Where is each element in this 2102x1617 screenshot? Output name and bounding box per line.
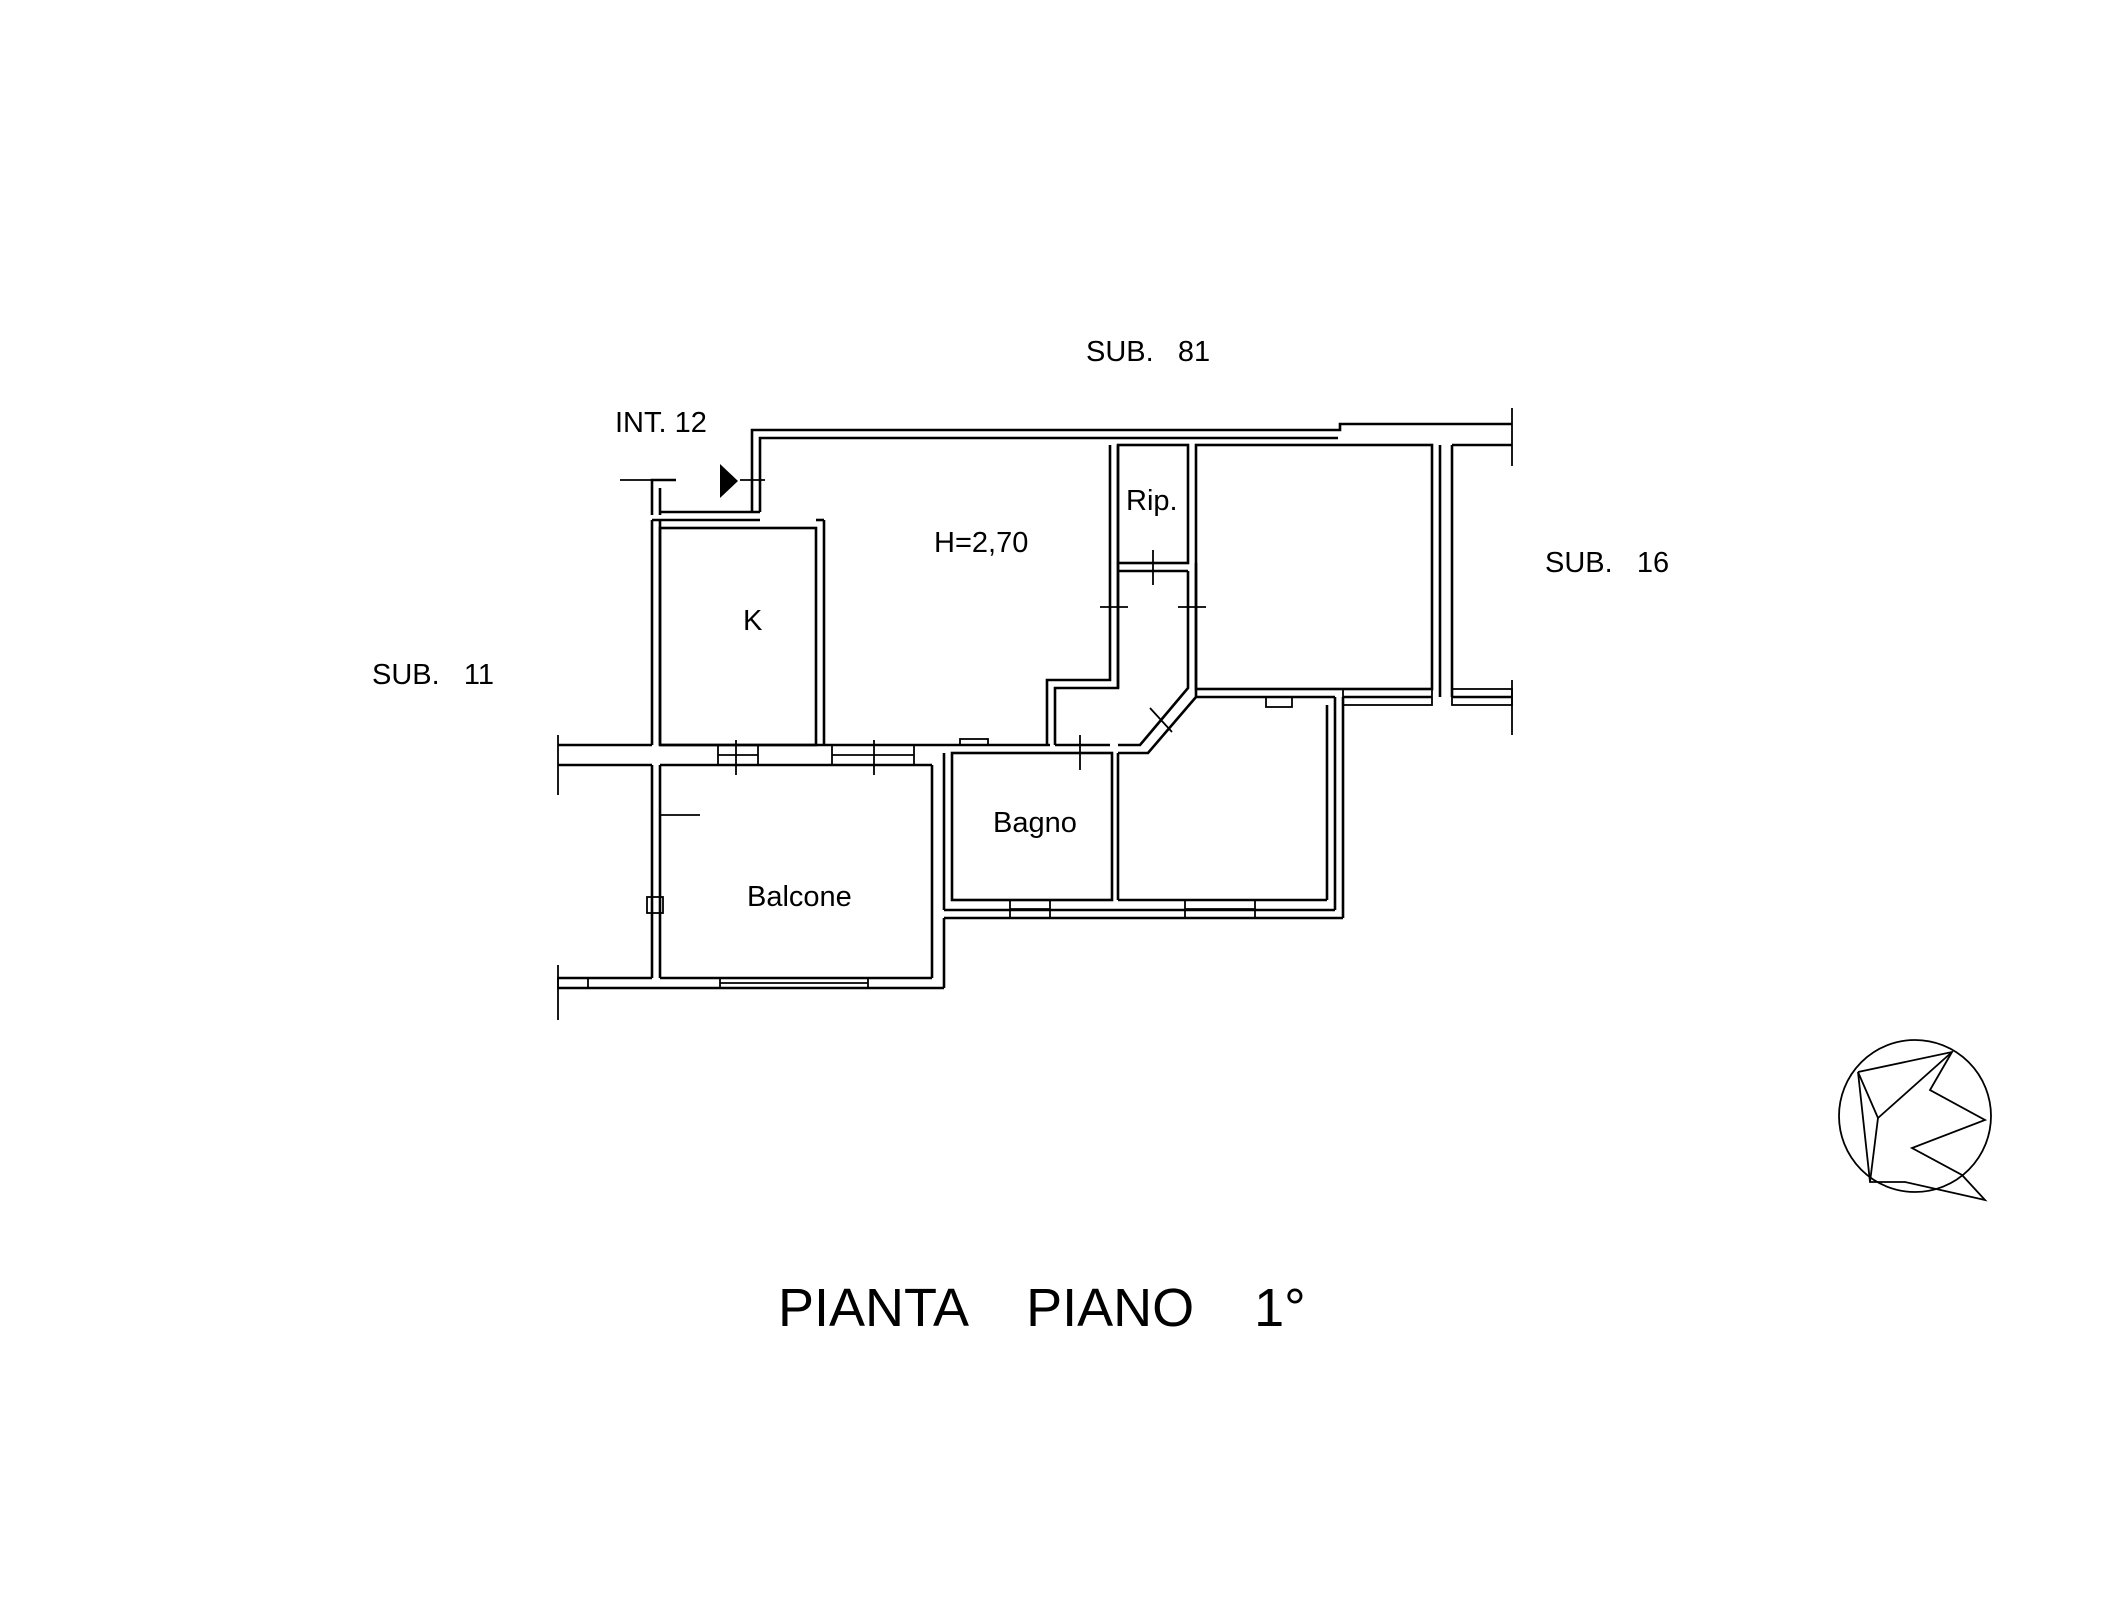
interior-walls: [658, 443, 1512, 910]
label-height: H=2,70: [934, 527, 1028, 559]
entry-arrow-icon: [720, 464, 738, 498]
door-marks: [735, 479, 1206, 775]
drawing-title: PIANTA PIANO 1°: [778, 1278, 1306, 1338]
room-label-storage: Rip.: [1126, 485, 1178, 517]
room-label-balcony: Balcone: [747, 881, 852, 913]
label-sub-16: SUB. 16: [1545, 547, 1669, 579]
windows: [557, 688, 1513, 989]
label-int: INT. 12: [615, 407, 707, 439]
label-sub-81: SUB. 81: [1086, 336, 1210, 368]
label-sub-11: SUB. 11: [372, 659, 494, 691]
room-label-kitchen: K: [743, 605, 763, 637]
north-arrow-icon: [1838, 1039, 1992, 1202]
outer-walls: [557, 408, 1513, 1020]
room-label-bathroom: Bagno: [993, 807, 1077, 839]
